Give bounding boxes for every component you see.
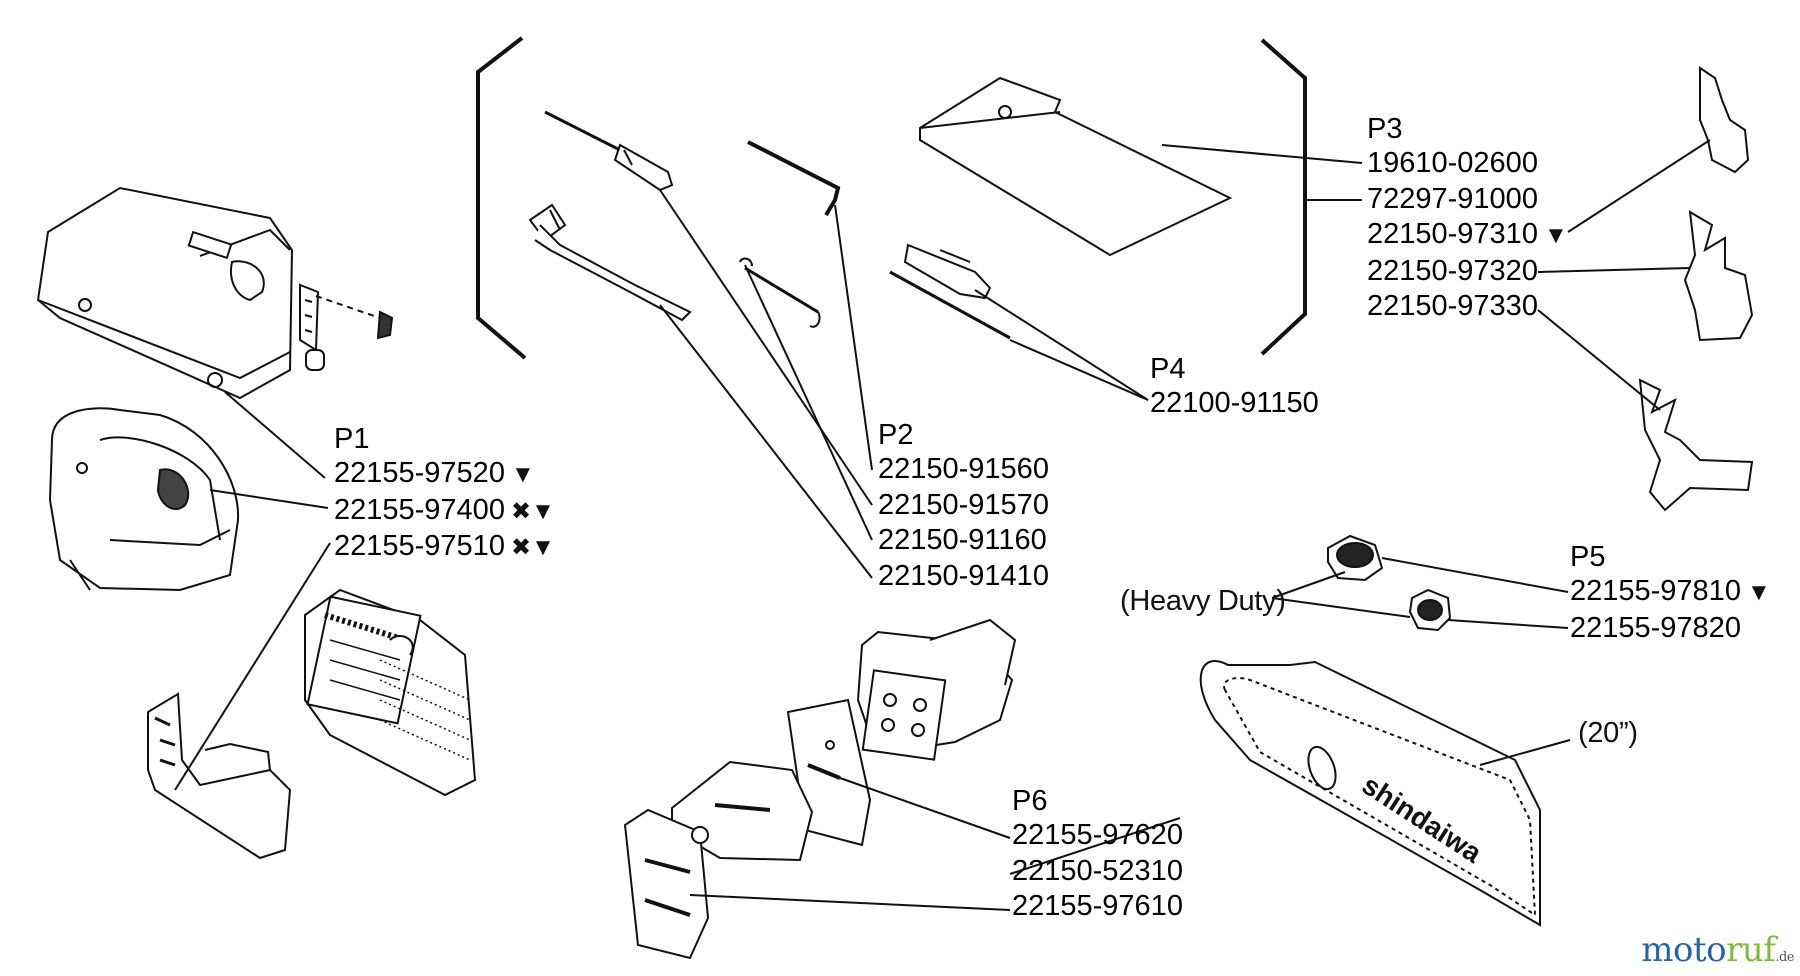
watermark-logo: motoruf.de bbox=[1641, 930, 1794, 970]
guide-plate-side bbox=[623, 808, 710, 960]
part-number: 22150-91560 bbox=[878, 453, 1049, 485]
part-number: 22150-97320 bbox=[1367, 254, 1538, 287]
part-number: 22150-52310 bbox=[1012, 854, 1183, 887]
part-number: 22155-97610 bbox=[1012, 890, 1183, 922]
part-number: 22155-97510✖▼ bbox=[334, 530, 555, 562]
group-p4-title: P4 bbox=[1150, 353, 1186, 385]
group-p4: P4 22100-91150 bbox=[1150, 352, 1319, 422]
file-tool bbox=[889, 243, 1011, 340]
hex-key-tool bbox=[747, 140, 841, 217]
part-number: 22155-97620 bbox=[1012, 819, 1183, 851]
group-p3: P3 19610-02600 72297-91000 22150-97310▼ … bbox=[1367, 112, 1568, 325]
part-number: 22150-97330 bbox=[1367, 290, 1538, 322]
part-number: 22150-91570 bbox=[878, 488, 1049, 521]
plug-wrench-tool bbox=[528, 203, 692, 322]
part-number: 22155-97400✖▼ bbox=[334, 493, 555, 526]
top-cover-part bbox=[36, 186, 394, 400]
group-p1: P1 22155-97520▼ 22155-97400✖▼ 22155-9751… bbox=[334, 422, 555, 566]
guide-bar-part: shindaiwa bbox=[1199, 660, 1541, 927]
part-number: 22100-91150 bbox=[1150, 387, 1319, 419]
part-number: 19610-02600 bbox=[1367, 147, 1538, 179]
group-p5-title: P5 bbox=[1570, 541, 1606, 573]
group-p5: P5 22155-97810▼ 22155-97820 bbox=[1570, 540, 1771, 646]
starter-housing-part bbox=[304, 588, 477, 797]
group-p2-title: P2 bbox=[878, 419, 914, 451]
cutter-teeth-part bbox=[1638, 66, 1754, 512]
sprocket-guard-part bbox=[147, 692, 292, 860]
kit-bracket-left bbox=[476, 36, 527, 360]
screwdriver-tool bbox=[544, 110, 674, 192]
group-p1-title: P1 bbox=[334, 423, 370, 455]
clutch-cover-part bbox=[48, 407, 240, 592]
group-p3-title: P3 bbox=[1367, 113, 1403, 145]
part-number: 22155-97810▼ bbox=[1570, 575, 1771, 607]
part-number: 22150-91160 bbox=[878, 524, 1047, 556]
group-p6: P6 22155-97620 22150-52310 22155-97610 bbox=[1012, 784, 1183, 925]
spike-bumper-part bbox=[1327, 534, 1452, 632]
manual-part bbox=[919, 76, 1233, 257]
combination-wrench-tool bbox=[739, 257, 821, 328]
leader-lines bbox=[174, 139, 1711, 911]
part-number: 22155-97820 bbox=[1570, 611, 1741, 644]
bar-length-label: (20”) bbox=[1578, 717, 1638, 749]
kit-bracket-right bbox=[1260, 38, 1307, 356]
group-p2: P2 22150-91560 22150-91570 22150-91160 2… bbox=[878, 418, 1049, 594]
heavy-duty-label: (Heavy Duty) bbox=[1120, 585, 1286, 617]
part-number: 22155-97520▼ bbox=[334, 457, 535, 489]
part-number: 72297-91000 bbox=[1367, 182, 1538, 215]
group-p6-title: P6 bbox=[1012, 785, 1048, 817]
part-number: 22150-91410 bbox=[878, 559, 1049, 592]
part-number: 22150-97310▼ bbox=[1367, 218, 1568, 250]
engine-mount-part bbox=[856, 618, 1017, 761]
